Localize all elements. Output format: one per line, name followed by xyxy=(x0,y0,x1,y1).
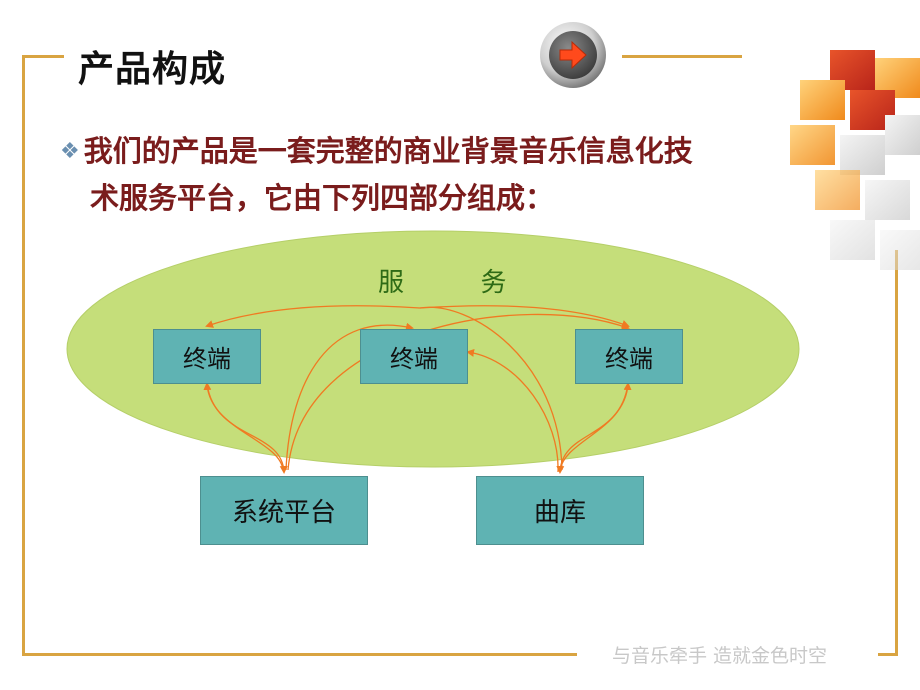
terminal-box-middle: 终端 xyxy=(360,329,468,384)
intro-bullet: ❖我们的产品是一套完整的商业背景音乐信息化技 术服务平台，它由下列四部分组成： xyxy=(60,128,840,221)
decorative-blocks xyxy=(790,50,920,270)
frame-top-left xyxy=(22,55,64,58)
arrow-right-icon xyxy=(559,40,587,70)
arrow-library-mid xyxy=(466,348,559,473)
arrow-top-arc-right xyxy=(419,305,630,328)
frame-top-right xyxy=(622,55,742,58)
service-label: 服 务 xyxy=(378,268,527,298)
arrow-top-arc-left xyxy=(205,305,421,328)
arrow-left-platform xyxy=(206,383,288,474)
arrow-right-library xyxy=(556,383,629,474)
bullet-text-line1: 我们的产品是一套完整的商业背景音乐信息化技 xyxy=(83,134,693,168)
page-title: 产品构成 xyxy=(78,49,227,90)
frame-left xyxy=(22,55,25,655)
arrow-library-arc xyxy=(419,306,563,471)
arrow-platform-mid xyxy=(285,322,414,471)
frame-bottom-right xyxy=(878,653,898,656)
platform-box: 系统平台 xyxy=(200,476,368,545)
frame-right xyxy=(895,250,898,655)
terminal-box-right: 终端 xyxy=(575,329,683,384)
bullet-text-line2: 术服务平台，它由下列四部分组成： xyxy=(90,181,555,215)
terminal-box-left: 终端 xyxy=(153,329,261,384)
footer-slogan: 与音乐牵手 造就金色时空 xyxy=(612,645,828,667)
diamond-bullet-icon: ❖ xyxy=(60,139,80,164)
library-box: 曲库 xyxy=(476,476,644,545)
next-arrow-button[interactable] xyxy=(538,20,608,90)
frame-bottom xyxy=(22,653,577,656)
connection-arrows xyxy=(203,305,632,474)
